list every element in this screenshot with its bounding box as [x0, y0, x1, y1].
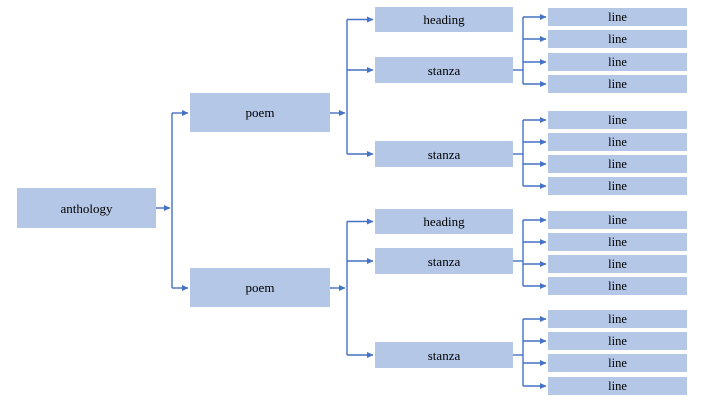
node-line-4: line	[548, 75, 687, 93]
node-line-10: line	[548, 233, 687, 251]
connectors-stanza-1	[513, 14, 547, 87]
node-stanza-3: stanza	[375, 248, 513, 274]
node-line-14: line	[548, 332, 687, 350]
connectors-stanza-4	[513, 316, 547, 389]
node-line-15: line	[548, 354, 687, 372]
node-line-5: line	[548, 111, 687, 129]
node-heading-1: heading	[375, 7, 513, 32]
connectors-poem-1	[330, 16, 374, 157]
node-poem-1: poem	[190, 93, 330, 132]
node-line-12: line	[548, 277, 687, 295]
connectors-stanza-3	[513, 217, 547, 289]
node-line-7: line	[548, 155, 687, 173]
node-line-3: line	[548, 53, 687, 71]
connectors-anthology	[156, 110, 189, 291]
connectors-poem-2	[330, 218, 374, 358]
node-heading-2: heading	[375, 209, 513, 234]
node-stanza-2: stanza	[375, 141, 513, 167]
node-anthology: anthology	[17, 188, 156, 228]
node-line-6: line	[548, 133, 687, 151]
node-stanza-1: stanza	[375, 57, 513, 83]
node-line-9: line	[548, 211, 687, 229]
node-line-2: line	[548, 30, 687, 48]
node-line-13: line	[548, 310, 687, 328]
node-line-1: line	[548, 8, 687, 26]
connectors-stanza-2	[513, 117, 547, 189]
node-line-16: line	[548, 377, 687, 395]
node-line-8: line	[548, 177, 687, 195]
node-stanza-4: stanza	[375, 342, 513, 368]
node-line-11: line	[548, 255, 687, 273]
node-poem-2: poem	[190, 268, 330, 307]
